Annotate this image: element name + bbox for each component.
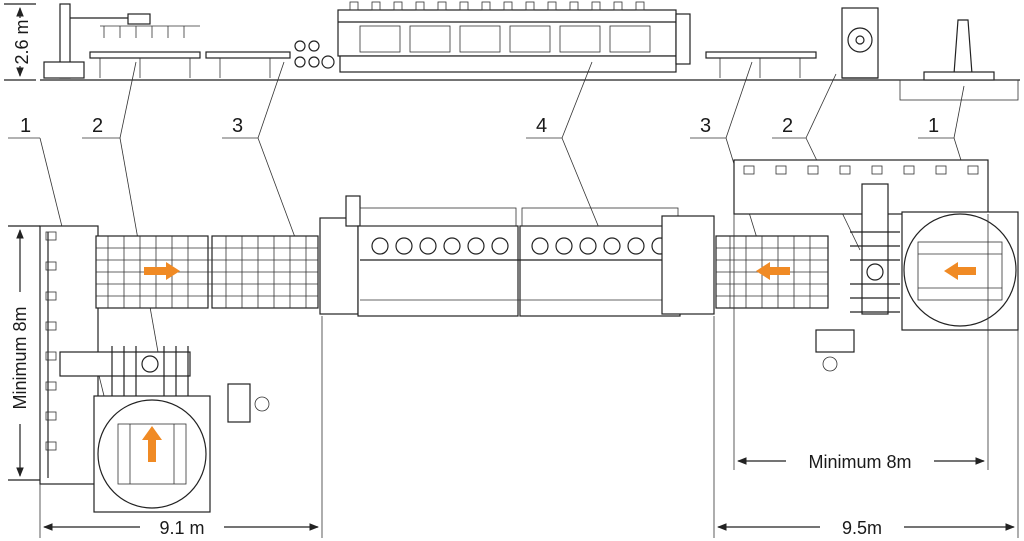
left-suction-cups	[111, 346, 189, 396]
right-roller-conveyor	[715, 235, 829, 309]
plan-view	[39, 159, 1019, 513]
right-turntable-arrow	[944, 262, 976, 280]
right-width-dimension: 9.5m	[713, 316, 1019, 540]
elevation-right-conveyors	[705, 7, 1019, 101]
elevation-furnace	[337, 1, 691, 73]
callout-3-right: 3	[700, 115, 711, 137]
right-conveyor-arrow	[756, 262, 790, 280]
height-dimension-label: 2.6 m	[12, 19, 32, 64]
callout-1-right: 1	[928, 115, 939, 137]
callout-numbers: 1 2 3 4 3 2 1	[20, 115, 939, 137]
callout-3-left: 3	[232, 115, 243, 137]
left-turntable-arrow	[142, 426, 162, 462]
left-minimum-dimension: Minimum 8m	[8, 225, 40, 481]
furnace-plan	[319, 195, 715, 317]
left-minimum-label: Minimum 8m	[10, 306, 30, 409]
left-width-dimension: 9.1 m	[39, 316, 323, 540]
callout-2-left: 2	[92, 115, 103, 137]
callout-4-center: 4	[536, 115, 547, 137]
elevation-view	[40, 1, 1020, 101]
left-loading-rack	[39, 225, 191, 485]
operator-consoles	[227, 329, 855, 423]
right-turntable	[901, 211, 1019, 331]
right-minimum-label: Minimum 8m	[808, 452, 911, 472]
right-minimum-dimension: Minimum 8m	[733, 214, 989, 474]
callout-1-left: 1	[20, 115, 31, 137]
elevation-left-conveyors	[89, 40, 335, 78]
left-roller-conveyors	[95, 235, 319, 309]
left-turntable	[93, 395, 211, 513]
left-width-label: 9.1 m	[159, 518, 204, 538]
elevation-loader	[43, 3, 200, 79]
height-dimension: 2.6 m	[4, 3, 36, 81]
right-unloading-rack	[733, 159, 989, 315]
left-conveyor-arrow	[144, 262, 180, 280]
callout-2-right: 2	[782, 115, 793, 137]
right-width-label: 9.5m	[842, 518, 882, 538]
